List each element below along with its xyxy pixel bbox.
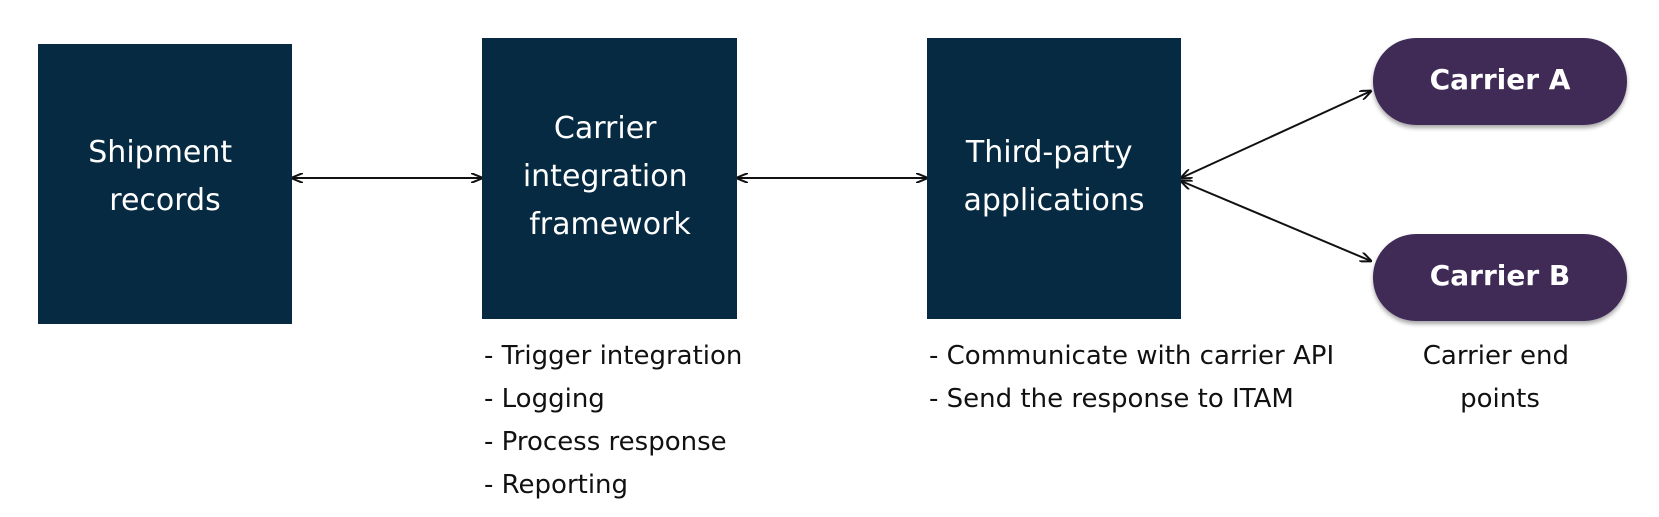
connector-third-party-carrier-a bbox=[1181, 91, 1371, 178]
shipment-records-line-1: Shipment bbox=[88, 135, 232, 170]
carrier-a-node: Carrier A bbox=[1373, 38, 1627, 125]
third-party-line-1: Third-party bbox=[965, 135, 1133, 170]
framework-note-reporting: - Reporting bbox=[484, 470, 628, 500]
carrier-b-label: Carrier B bbox=[1430, 259, 1571, 292]
third-party-note-communicate: - Communicate with carrier API bbox=[929, 341, 1334, 371]
carrier-end-points-caption: Carrier end points bbox=[1423, 341, 1577, 414]
shipment-records-label: Shipment records bbox=[88, 135, 241, 218]
shipment-records-line-2: records bbox=[109, 183, 220, 218]
carrier-end-points-line-2: points bbox=[1460, 384, 1540, 414]
carrier-b-node: Carrier B bbox=[1373, 234, 1627, 321]
shipment-records-box: Shipment records bbox=[38, 44, 292, 324]
framework-notes: - Trigger integration - Logging - Proces… bbox=[484, 341, 751, 500]
third-party-line-2: applications bbox=[963, 183, 1144, 218]
framework-note-process: - Process response bbox=[484, 427, 727, 457]
carrier-a-label: Carrier A bbox=[1430, 63, 1571, 96]
connector-third-party-carrier-b bbox=[1181, 181, 1371, 261]
framework-note-trigger: - Trigger integration bbox=[484, 341, 742, 371]
third-party-applications-label: Third-party applications bbox=[963, 135, 1144, 218]
third-party-notes: - Communicate with carrier API - Send th… bbox=[929, 341, 1342, 414]
framework-line-1: Carrier bbox=[554, 111, 657, 146]
carrier-integration-framework-box: Carrier integration framework bbox=[482, 38, 737, 319]
third-party-note-send: - Send the response to ITAM bbox=[929, 384, 1294, 414]
carrier-end-points-line-1: Carrier end bbox=[1423, 341, 1569, 371]
framework-line-3: framework bbox=[529, 207, 691, 242]
third-party-applications-box: Third-party applications bbox=[927, 38, 1181, 319]
framework-line-2: integration bbox=[523, 159, 688, 194]
framework-note-logging: - Logging bbox=[484, 384, 605, 414]
carrier-integration-framework-label: Carrier integration framework bbox=[523, 111, 697, 242]
